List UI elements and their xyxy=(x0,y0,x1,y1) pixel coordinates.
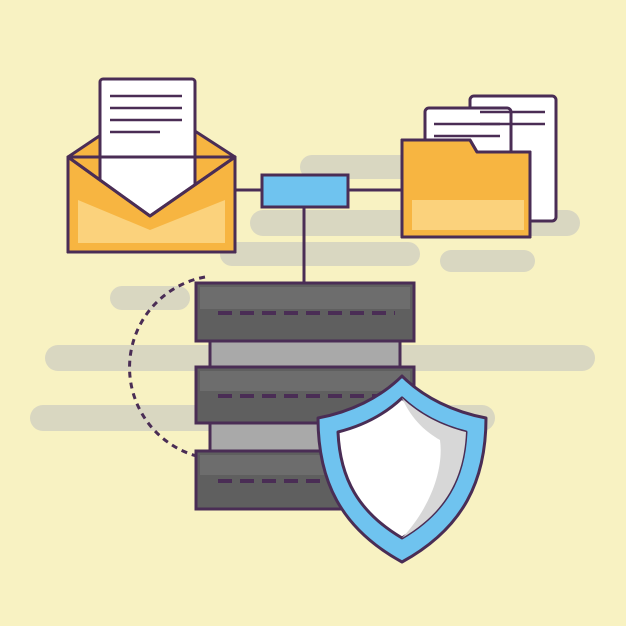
shield-icon xyxy=(316,374,488,564)
dashed-arc xyxy=(128,275,206,460)
connector-lines xyxy=(233,188,402,285)
document-icon xyxy=(98,77,197,218)
folder-icon xyxy=(400,94,558,239)
envelope-icon xyxy=(66,77,237,254)
network-switch-icon xyxy=(260,173,350,209)
